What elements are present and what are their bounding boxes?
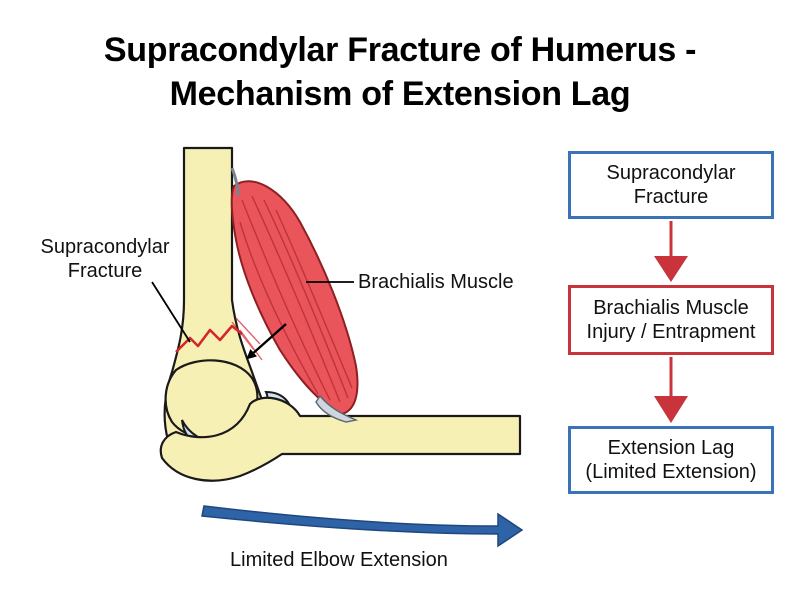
torn-fibers (231, 317, 263, 361)
flow-step-2-line-1: Brachialis Muscle (593, 297, 749, 319)
fracture-leader-line (151, 281, 191, 343)
limited-extension-label: Limited Elbow Extension (230, 549, 448, 571)
title-line-2: Mechanism of Extension Lag (169, 75, 631, 113)
muscle-label: Brachialis Muscle (358, 271, 514, 293)
flow-arrow-1 (654, 221, 688, 282)
flow-step-1-line-1: Supracondylar (606, 162, 736, 184)
title-line-1: Supracondylar Fracture of Humerus - (103, 31, 697, 69)
muscle-tendon (315, 394, 359, 423)
fracture-label: Supracondylar Fracture (20, 235, 190, 283)
muscle-fibers (239, 195, 353, 403)
fracture-line (175, 324, 243, 353)
flow-step-muscle-injury: Brachialis Muscle Injury / Entrapment (568, 285, 774, 355)
flow-step-extension-lag: Extension Lag (Limited Extension) (568, 426, 774, 494)
diagram-title: Supracondylar Fracture of Humerus - Mech… (0, 28, 800, 116)
flow-step-1-line-2: Fracture (633, 186, 709, 208)
extension-arrow (201, 505, 524, 548)
flow-arrow-2 (654, 357, 688, 423)
flow-step-3-line-2: (Limited Extension) (585, 461, 757, 483)
flow-step-2-line-2: Injury / Entrapment (586, 321, 756, 343)
flow-step-fracture: Supracondylar Fracture (568, 151, 774, 219)
flow-step-3-line-1: Extension Lag (607, 437, 735, 459)
forearm-bone (159, 396, 522, 482)
upper-tendon (230, 167, 240, 197)
fracture-label-line-2: Fracture (67, 260, 143, 282)
entrapment-pointer-arrow (246, 323, 287, 360)
fracture-label-line-1: Supracondylar (40, 236, 170, 258)
